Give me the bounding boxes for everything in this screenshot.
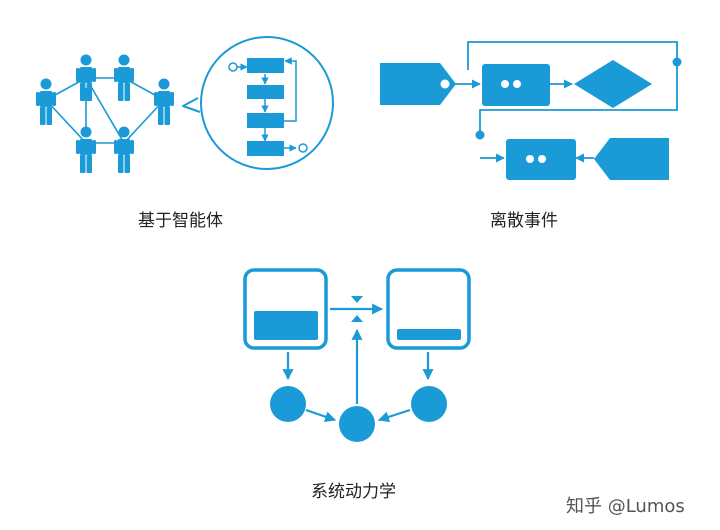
stock-level-left [254, 311, 318, 340]
auxiliary-variable [411, 386, 447, 422]
source-block [380, 63, 456, 105]
stock-level-right [397, 329, 461, 340]
final-state-icon [298, 143, 308, 153]
state-box [247, 58, 284, 73]
person-icon [154, 78, 174, 125]
agent-person-icons [36, 54, 174, 173]
queue-dot-icon [538, 155, 546, 163]
agent-statechart-callout [182, 36, 334, 170]
decision-block [574, 60, 652, 108]
person-icon [76, 126, 96, 173]
discrete-event-diagram [380, 41, 682, 180]
queue-dot-icon [501, 80, 509, 88]
watermark-text: 知乎 @Lumos [566, 496, 685, 517]
queue-dot-icon [526, 155, 534, 163]
auxiliary-variable [270, 386, 306, 422]
state-box [247, 85, 284, 99]
system-dynamics-diagram [243, 268, 471, 442]
branch-port-icon [475, 130, 485, 140]
agent-network [45, 77, 165, 144]
branch-port-icon [672, 57, 682, 67]
sink-block [594, 138, 669, 180]
state-box [247, 141, 284, 156]
valve-icon [351, 315, 363, 322]
agent-based-diagram [36, 36, 334, 173]
port-icon [440, 79, 450, 89]
person-icon [36, 78, 56, 125]
caption-discrete-event: 离散事件 [490, 211, 558, 231]
stock-right [386, 268, 471, 350]
person-icon [114, 126, 134, 173]
caption-agent-based: 基于智能体 [138, 211, 223, 231]
caption-system-dynamics: 系统动力学 [311, 482, 396, 502]
state-box [247, 113, 284, 128]
queue-dot-icon [513, 80, 521, 88]
auxiliary-variable [339, 406, 375, 442]
person-icon [114, 54, 134, 101]
valve-icon [351, 296, 363, 303]
